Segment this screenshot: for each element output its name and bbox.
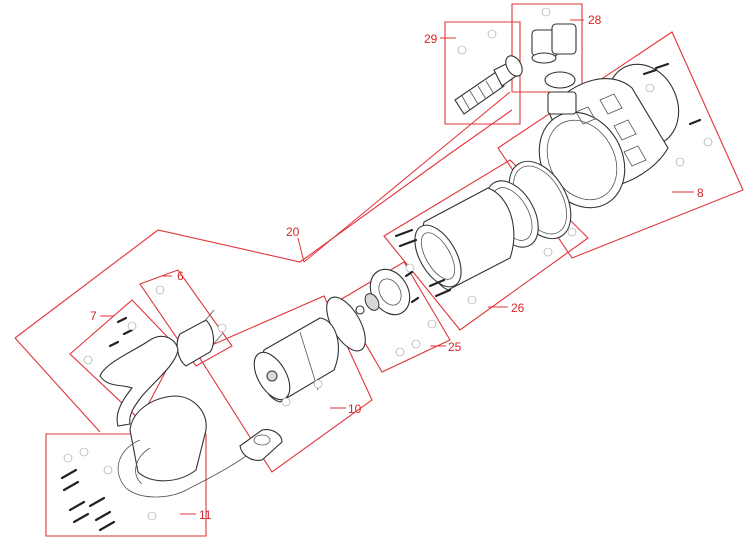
callout-8: 8: [697, 186, 704, 200]
assembly-envelope-lower: [14, 337, 101, 433]
group-outlines: [14, 3, 744, 537]
group-6-box: [139, 269, 233, 367]
callout-20: 20: [286, 225, 300, 239]
callout-11: 11: [199, 508, 212, 522]
part-11-base-cable: [60, 395, 283, 532]
callout-28: 28: [588, 13, 602, 27]
part-29-hose-barb: [454, 29, 523, 115]
part-10-motor: [253, 296, 366, 407]
group-29-box: [444, 21, 521, 125]
callout-6: 6: [177, 269, 184, 283]
part-25-impeller: [355, 268, 437, 357]
callout-25: 25: [448, 340, 462, 354]
group-26-box: [383, 159, 589, 331]
part-7-handle: [83, 316, 179, 427]
part-8-volute-housing: [538, 62, 713, 237]
callout-29: 29: [424, 32, 438, 46]
callout-10: 10: [348, 402, 362, 416]
group-10-box: [195, 295, 373, 473]
part-28-elbow: [531, 7, 577, 89]
part-26-motor-bracket: [394, 160, 572, 305]
callout-7: 7: [90, 309, 97, 323]
callout-26: 26: [511, 301, 525, 315]
leader-lines: [100, 19, 694, 515]
callout-labels: 29 28 8 20 6 7 26 25 10 11: [90, 13, 704, 522]
assembly-envelope: [14, 109, 513, 339]
